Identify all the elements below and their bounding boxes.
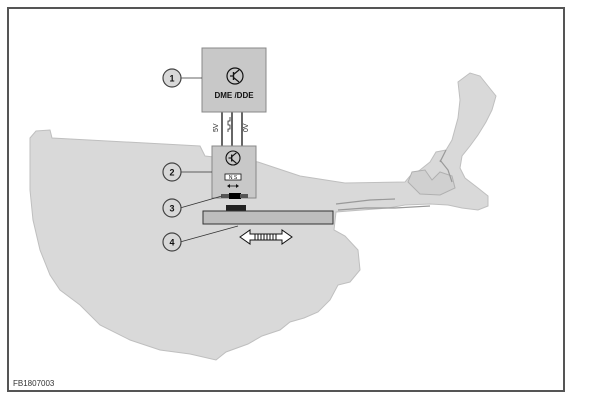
callout-4-leader — [179, 225, 239, 243]
callout-1-number: 1 — [169, 74, 174, 84]
ecu-label: DME /DDE — [214, 91, 254, 100]
callout-4: 4 — [162, 232, 182, 252]
callout-1: 1 — [162, 68, 182, 88]
transistor-icon — [226, 67, 244, 85]
housing-detail-lines — [335, 149, 453, 211]
magnet — [229, 193, 241, 199]
figure-id-code: FB1807003 — [13, 379, 55, 388]
hall-chip-label: N S — [229, 175, 238, 181]
wire-5v-label: 5V — [213, 123, 220, 132]
callout-2-number: 2 — [169, 168, 174, 178]
selector-slide — [202, 210, 334, 225]
sensor-box — [211, 145, 257, 199]
square-wave-icon — [227, 117, 231, 132]
wire-0v-label: 0V — [243, 123, 250, 132]
callout-4-number: 4 — [169, 238, 174, 248]
spring-double-arrow-icon — [239, 229, 293, 245]
callout-3-number: 3 — [169, 204, 174, 214]
double-arrow-icon — [227, 184, 239, 188]
hall-chip — [224, 173, 242, 181]
magnet-left — [221, 194, 230, 198]
housing-flange — [407, 169, 456, 196]
callout-3-leader — [179, 195, 223, 209]
callout-2: 2 — [162, 162, 182, 182]
magnet-holder — [226, 205, 246, 211]
callout-3: 3 — [162, 198, 182, 218]
magnet-right — [240, 194, 248, 198]
sensor-transistor-icon — [225, 150, 241, 166]
